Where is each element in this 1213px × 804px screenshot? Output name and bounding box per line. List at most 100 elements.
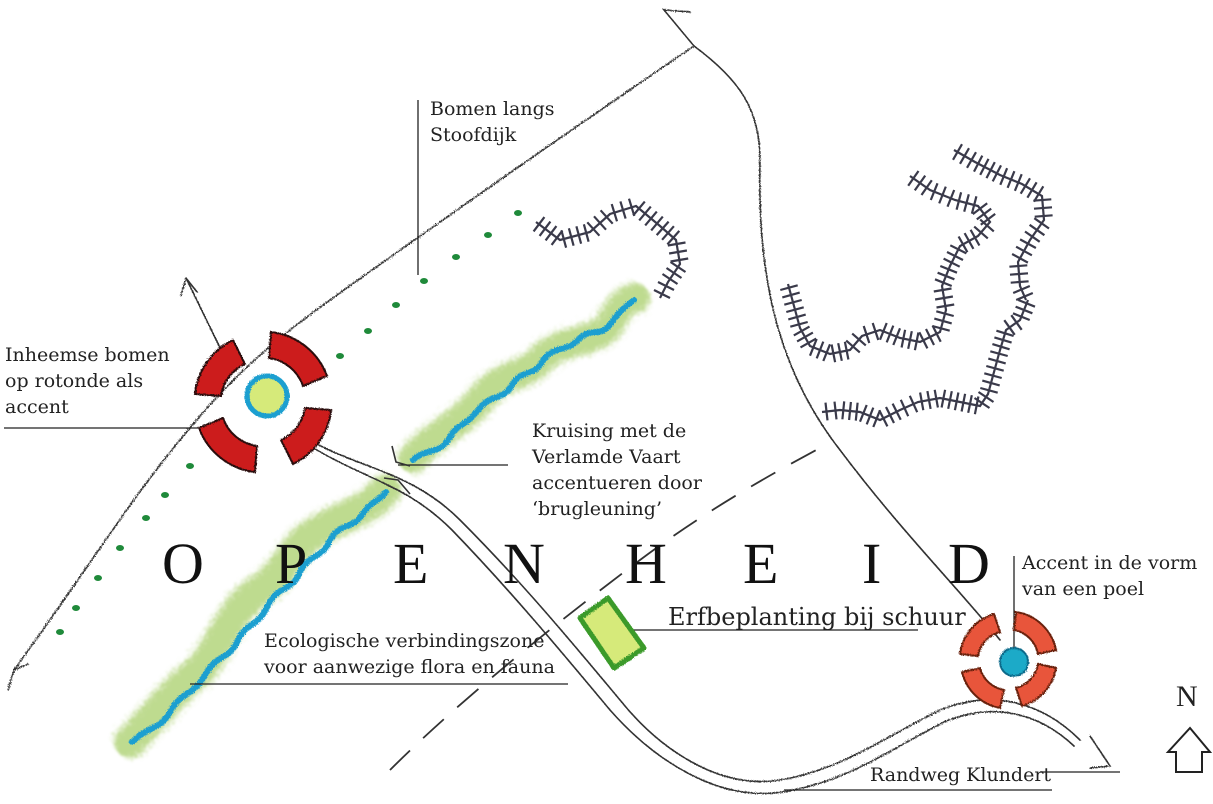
dashed-line xyxy=(389,447,821,771)
hedge-tick xyxy=(952,143,963,161)
hedge-tick xyxy=(973,396,980,415)
hedge-tick xyxy=(919,392,925,411)
hedge-tick xyxy=(990,350,1008,358)
hedge-tick xyxy=(661,225,675,241)
hedge-tick xyxy=(972,202,988,215)
hedge-tick xyxy=(1033,217,1050,230)
hedge-tick xyxy=(796,331,814,343)
hedge-tick xyxy=(920,179,933,196)
hedge-tick xyxy=(934,278,953,288)
label-line: Ecologische verbindingszone xyxy=(264,630,545,652)
hedge-tick xyxy=(973,225,989,240)
hedge-tick xyxy=(892,327,902,346)
label-line: Verlamde Vaart xyxy=(532,446,681,468)
hedge-tick xyxy=(1003,319,1016,336)
hedge-tick xyxy=(610,203,619,222)
hedge-tick xyxy=(976,207,992,221)
label-kruising: Kruising met de Verlamde Vaart accentuer… xyxy=(532,418,702,522)
leader-lines xyxy=(4,100,1120,791)
hedge-tick xyxy=(1017,298,1036,308)
hedge-tick xyxy=(661,273,679,285)
hedge-tick xyxy=(865,407,875,425)
hedge-tick xyxy=(885,406,895,424)
label-randweg: Randweg Klundert xyxy=(870,764,1052,786)
hedge-tick xyxy=(824,402,829,421)
hedge-tick xyxy=(979,158,990,176)
hedge-tick xyxy=(988,357,1006,365)
label-line: Kruising met de xyxy=(532,420,687,442)
hedge-tick xyxy=(926,390,932,410)
hedge-tick xyxy=(1010,314,1023,331)
hedge-tick xyxy=(1015,291,1034,302)
hedge-tick xyxy=(666,230,681,246)
label-line: Stoofdijk xyxy=(430,124,517,146)
hedge-tick xyxy=(937,271,955,281)
hedge-tick xyxy=(980,386,998,394)
hedge-tick xyxy=(538,220,552,237)
erf-schuur xyxy=(577,595,647,671)
hedge-tick xyxy=(586,221,601,237)
hedge-tick xyxy=(670,257,689,263)
label-line: van een poel xyxy=(1022,578,1145,600)
north-label: N xyxy=(1176,680,1198,713)
hedge-tick xyxy=(544,225,558,242)
hedge-tick xyxy=(969,229,981,247)
hedge-tick xyxy=(934,317,952,325)
hedge-tick xyxy=(871,322,880,341)
hedge-tick xyxy=(936,303,955,309)
hedge-tick xyxy=(878,409,889,427)
hedge-tick xyxy=(949,244,967,255)
hedge-tick xyxy=(848,401,852,421)
letter-i: I xyxy=(862,531,882,596)
hedge-tick xyxy=(932,324,950,332)
letter-e1: E xyxy=(393,531,429,596)
hedge-tick xyxy=(934,295,954,301)
hedge-tick xyxy=(943,257,961,268)
label-rotonde: Inheemse bomen op rotonde als accent xyxy=(5,342,170,420)
hedge-tick xyxy=(862,325,871,344)
bridge-railing xyxy=(383,445,411,495)
hedge-tick xyxy=(627,198,636,217)
hedge-tick xyxy=(560,230,568,248)
hedge-tick xyxy=(793,325,811,337)
label-line: accent xyxy=(5,396,69,418)
hedge-tick xyxy=(959,147,970,165)
hedge-tick xyxy=(1009,272,1029,276)
hedge-tick xyxy=(938,186,947,204)
hedge-line xyxy=(786,175,992,356)
hedge-tick xyxy=(1012,312,1031,322)
hedge-tick xyxy=(977,391,995,403)
hedge-tick xyxy=(913,174,927,192)
hedge-tick xyxy=(619,201,627,219)
label-line: Accent in de vorm xyxy=(1022,552,1198,574)
letter-p: P xyxy=(275,531,308,596)
hedge-tick xyxy=(991,164,1002,182)
hedge-tick xyxy=(907,330,913,350)
poel-roundabout xyxy=(958,610,1058,710)
water-stream-lower xyxy=(129,489,389,745)
hedge-tick xyxy=(1015,305,1033,315)
hedge-tick xyxy=(799,337,817,349)
hedge-tick xyxy=(947,390,953,410)
hedge-tick xyxy=(1028,223,1046,237)
hedge-tick xyxy=(982,379,1000,387)
hedge-tick xyxy=(843,341,850,360)
hedge-tick xyxy=(665,267,683,279)
hedge-tick xyxy=(657,281,675,291)
hedge-tick xyxy=(822,343,832,362)
hedge-tick xyxy=(567,228,575,246)
hedge-tick xyxy=(933,389,939,408)
hedge-tick xyxy=(845,339,861,354)
hedge-tick xyxy=(550,229,564,246)
hedge-tick xyxy=(851,332,867,347)
hedge-tick xyxy=(1006,170,1016,189)
hedge-tick xyxy=(653,289,671,299)
hedge-tick xyxy=(996,329,1014,337)
hedge-tick xyxy=(1033,206,1053,210)
hedge-tick xyxy=(908,395,919,413)
letter-o: O xyxy=(162,531,204,596)
letter-d: D xyxy=(948,531,990,596)
hedge-tick xyxy=(899,399,910,417)
hedge-tick xyxy=(1012,284,1031,295)
